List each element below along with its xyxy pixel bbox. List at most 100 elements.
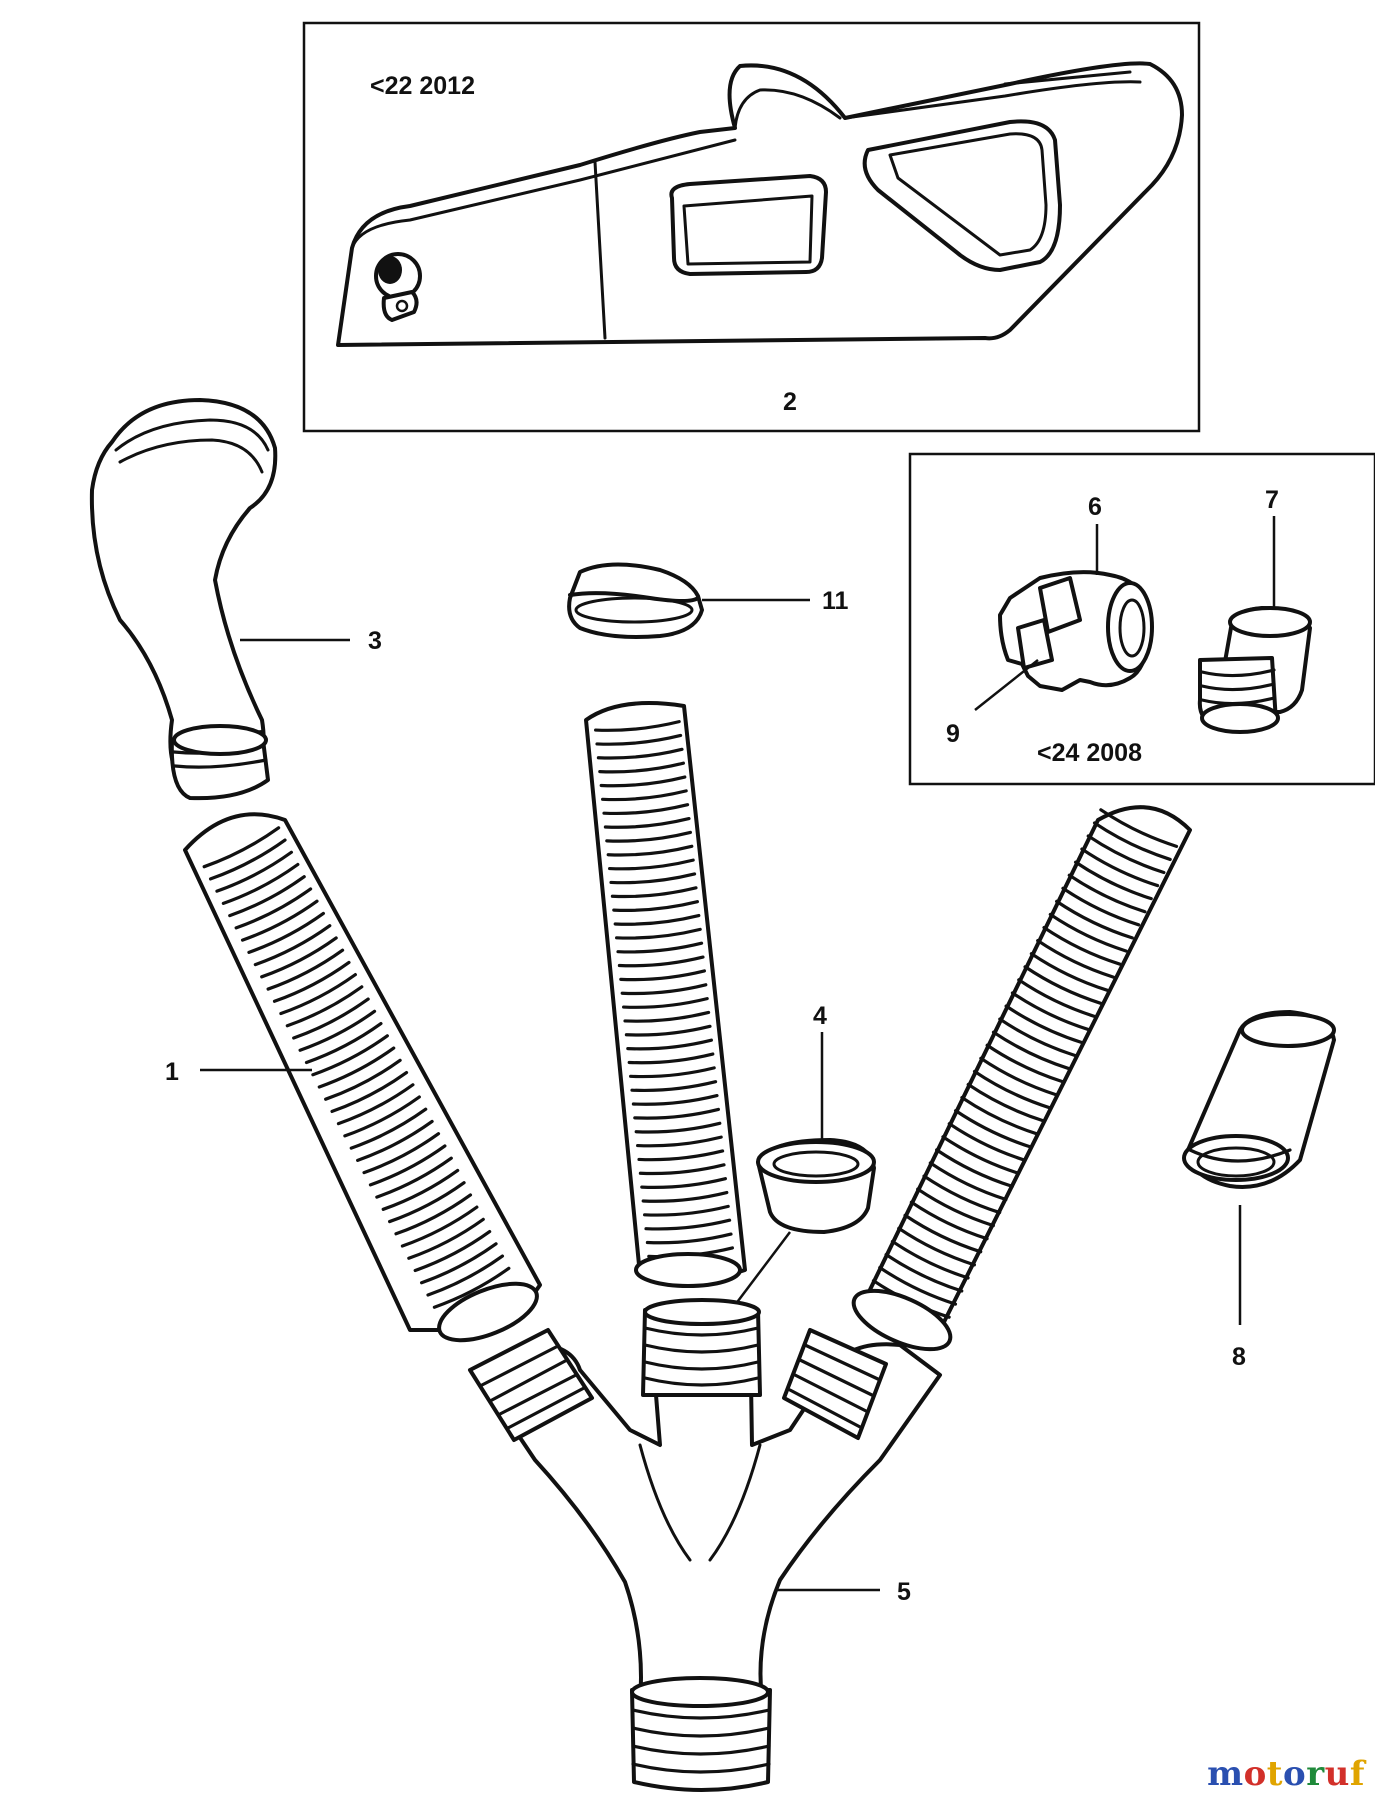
- hose-rib: [400, 1205, 479, 1248]
- callout-6: 6: [1088, 493, 1102, 521]
- hose-rib: [413, 1230, 492, 1273]
- hose-rib: [368, 1144, 447, 1187]
- hose-rib: [928, 1161, 1008, 1202]
- hose-rib: [362, 1132, 441, 1175]
- hose-rib: [1010, 991, 1090, 1032]
- hose-rib: [619, 969, 706, 982]
- hose-rib: [985, 1043, 1065, 1084]
- top-inset-frame: [302, 21, 1201, 433]
- hose-rib: [947, 1122, 1027, 1162]
- hose-rib: [298, 1009, 377, 1052]
- hose-rib: [1092, 821, 1172, 862]
- hose-rib: [272, 960, 351, 1003]
- hose-rib: [603, 816, 691, 829]
- hose-rib: [343, 1095, 421, 1138]
- hose-rib: [330, 1070, 409, 1114]
- manifold-part-5: [468, 1298, 942, 1792]
- hose-rib: [605, 830, 692, 843]
- hose-rib: [641, 1190, 729, 1203]
- hose-rib: [972, 1069, 1052, 1110]
- hose-rib: [595, 733, 683, 746]
- hose-rib: [324, 1058, 402, 1101]
- hose-rib: [629, 1066, 716, 1079]
- hose-rib: [394, 1193, 473, 1236]
- callout-3: 3: [368, 627, 382, 655]
- hose-rib: [966, 1082, 1046, 1123]
- hose-rib: [954, 1109, 1033, 1149]
- nozzle-part-3: [89, 398, 278, 801]
- hose-rib: [991, 1030, 1071, 1071]
- callout-2: 2: [783, 388, 797, 416]
- hose-rib: [630, 1080, 718, 1093]
- hose-rib: [266, 948, 345, 991]
- right-inset-note: <24 2008: [1037, 739, 1142, 767]
- hose-rib: [285, 985, 364, 1028]
- hose-rib: [388, 1181, 466, 1224]
- hose-rib: [622, 997, 709, 1009]
- hose-rib: [633, 1107, 720, 1120]
- hose-rib: [228, 875, 306, 918]
- hose-rib: [903, 1213, 983, 1254]
- hose-rib: [381, 1168, 460, 1211]
- hose-rib: [253, 924, 332, 967]
- hose-rib: [610, 886, 698, 899]
- ring-part-11: [567, 562, 704, 639]
- hose-rib: [375, 1156, 453, 1199]
- hose-rib: [960, 1095, 1040, 1136]
- hose-rib: [247, 911, 325, 954]
- hose-rib: [234, 887, 313, 930]
- hose-rib: [878, 1265, 958, 1306]
- hose-rib: [215, 850, 294, 893]
- hose-rib: [1067, 873, 1147, 914]
- hose-rib: [606, 844, 694, 857]
- housing-part-2: [336, 61, 1184, 347]
- hose-rib: [624, 1024, 712, 1037]
- hose-rib: [596, 747, 684, 760]
- hose-rib: [1048, 912, 1128, 953]
- hose-rib: [349, 1107, 428, 1150]
- callout-8: 8: [1232, 1343, 1246, 1371]
- callout-5: 5: [897, 1578, 911, 1606]
- hose-rib: [644, 1218, 732, 1231]
- hose-rib: [1061, 886, 1141, 927]
- hose-rib: [279, 973, 357, 1016]
- hose-part-1-middle: [584, 701, 747, 1288]
- hose-rib: [608, 858, 695, 871]
- callout-9: 9: [946, 720, 960, 748]
- hose-rib: [998, 1017, 1078, 1058]
- hose-rib: [627, 1052, 715, 1065]
- hose-rib: [260, 936, 338, 979]
- hose-rib: [609, 872, 697, 885]
- hose-rib: [916, 1187, 995, 1228]
- hose-rib: [221, 862, 300, 905]
- hose-part-1-left: [183, 812, 542, 1343]
- hose-rib: [643, 1204, 730, 1217]
- hose-rib: [1042, 925, 1122, 966]
- hose-rib: [645, 1232, 733, 1245]
- hose-rib: [336, 1083, 415, 1126]
- hose-rib: [208, 838, 287, 881]
- hose-rib: [979, 1056, 1059, 1097]
- callout-11: 11: [822, 587, 849, 615]
- hose-rib: [311, 1034, 389, 1077]
- hose-rib: [202, 826, 281, 869]
- hose-rib: [617, 955, 705, 968]
- coupling-part-7: [1197, 606, 1312, 734]
- callout-4: 4: [813, 1002, 827, 1030]
- hose-rib: [1017, 978, 1096, 1018]
- hose-rib: [317, 1046, 396, 1089]
- hose-rib: [634, 1121, 722, 1134]
- hose-rib: [407, 1217, 485, 1260]
- hose-rib: [426, 1254, 505, 1297]
- callout-7: 7: [1265, 486, 1279, 514]
- hose-rib: [613, 913, 701, 926]
- hose-rib: [292, 997, 370, 1040]
- hose-rib: [935, 1148, 1014, 1188]
- hose-rib: [615, 927, 702, 940]
- callout-1: 1: [165, 1058, 179, 1086]
- hose-rib: [626, 1038, 713, 1051]
- hose-rib: [884, 1252, 964, 1293]
- hose-rib: [636, 1135, 723, 1148]
- hose-rib: [419, 1242, 498, 1285]
